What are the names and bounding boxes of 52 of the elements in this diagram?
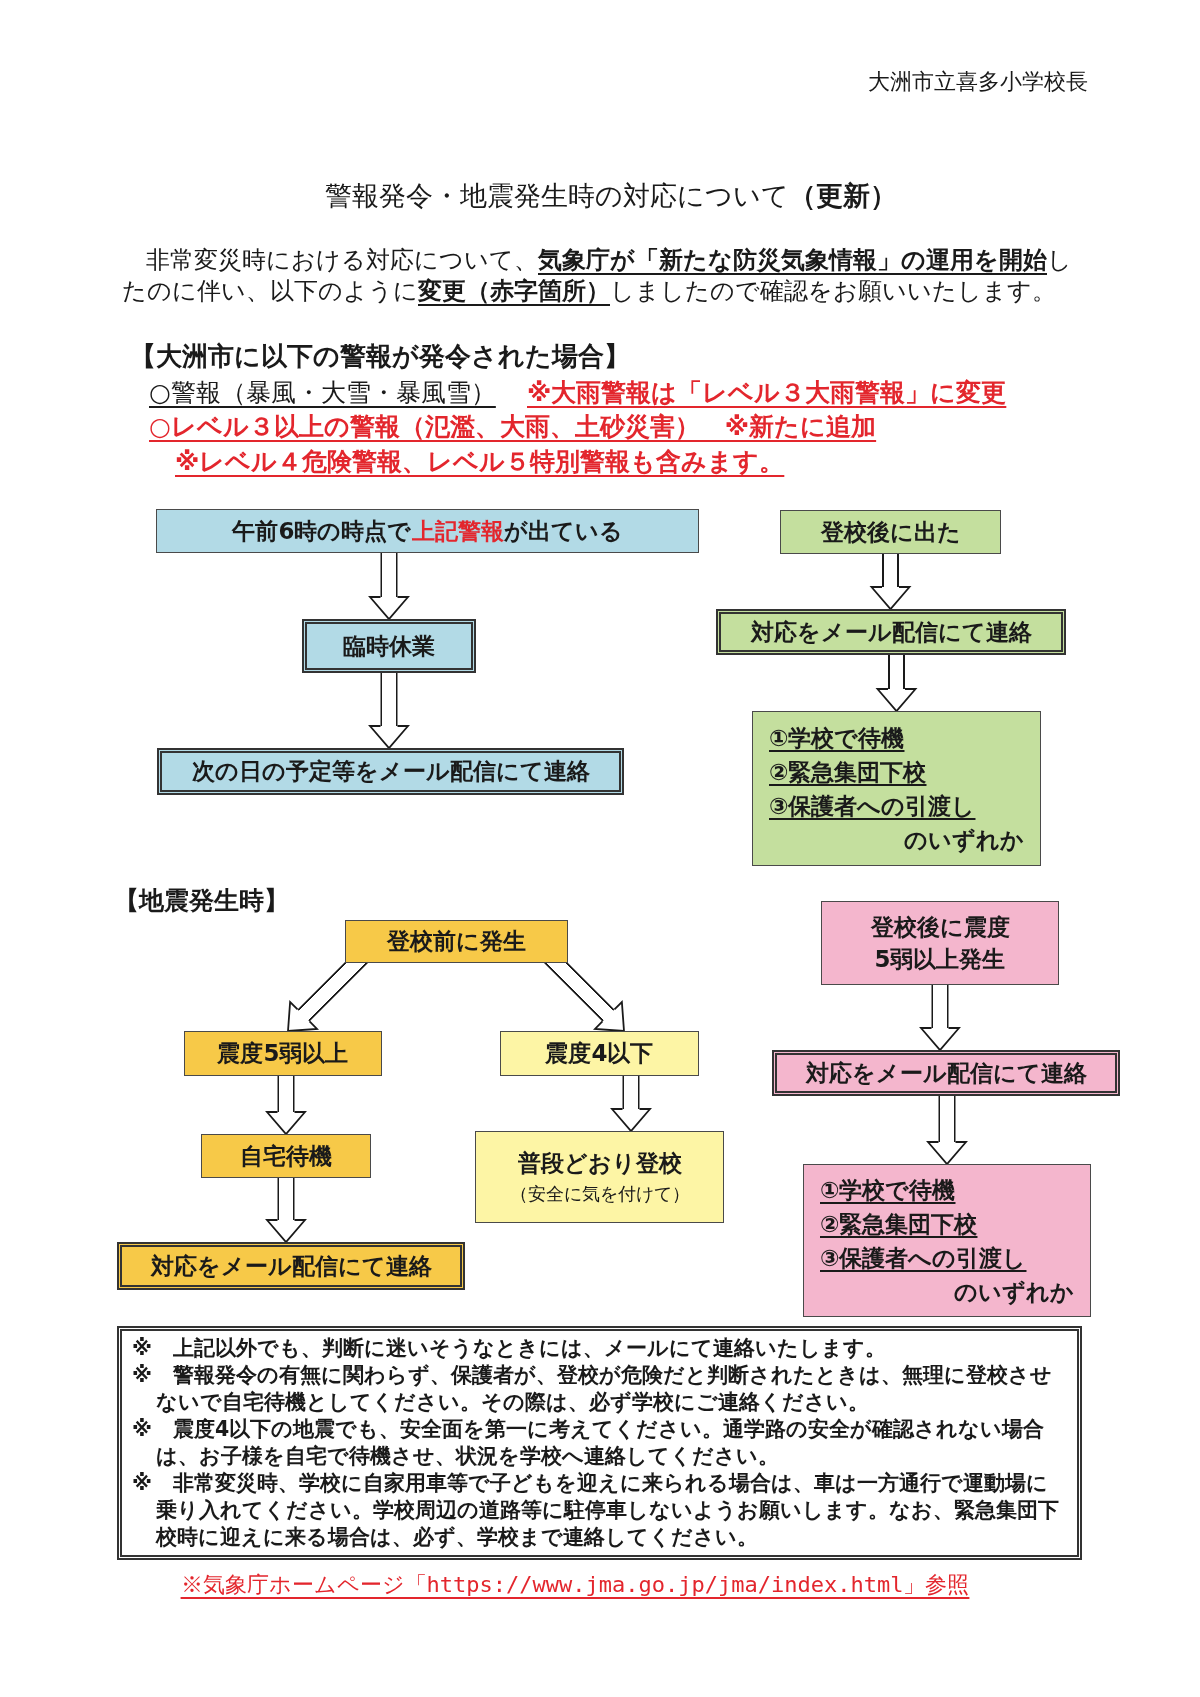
step-label: 対応をメール配信にて連絡 [749,617,1033,647]
notes-panel [117,1326,1082,1560]
step-box [184,1031,382,1076]
step-label: 次の日の予定等をメール配信にて連絡 [190,757,591,787]
step-box [475,1131,724,1223]
step-box [772,1050,1120,1096]
step-label: 臨時休業 [342,631,436,661]
step-box [752,711,1041,866]
step-box [157,748,624,795]
option-label: のいずれか [953,1277,1074,1307]
step-box [821,901,1059,985]
option-label: のいずれか [903,825,1024,855]
warning-item: ※レベル４危険警報、レベル５特別警報も含みます。 [175,447,785,477]
warning-item: ※大雨警報は「レベル３大雨警報」に変更 [527,378,1007,408]
warning-item: ○警報（暴風・大雪・暴風雪） [149,378,496,408]
section-heading: 【地震発生時】 [114,886,289,916]
option-label: ②緊急集団下校 [820,1209,979,1239]
step-label: 登校前に発生 [385,927,527,957]
step-box [156,509,699,553]
step-box [302,619,476,673]
option-label: ①学校で待機 [769,723,906,753]
note-text: ※ 警報発令の有無に関わらず、保護者が、登校が危険だと判断されたときは、無理に登校させないで自宅待機としてください。その際は、必ず学校にご連絡ください。 [132,1362,1053,1416]
step-box [500,1031,699,1076]
step-label: 対応をメール配信にて連絡 [149,1251,433,1281]
option-label: ③保護者への引渡し [820,1243,1028,1273]
step-note: （安全に気を付けて） [508,1181,691,1206]
option-label: ②緊急集団下校 [769,757,928,787]
note-text: ※ 上記以外でも、判断に迷いそうなときには、メールにて連絡いたします。 [132,1335,887,1362]
note-text: ※ 非常変災時、学校に自家用車等で子どもを迎えに来られる場合は、車は一方通行で運動場に乗り入れてください。学校周辺の道路等に駐停車しないようお願いします。なお、緊急集団下校時に迎えに来る場合は、必ず、学校まで連絡してください。 [132,1470,1060,1551]
section-heading: 【大洲市に以下の警報が発令された場合】 [130,341,630,373]
step-box [780,510,1001,554]
step-label: 自宅待機 [239,1141,333,1171]
step-box [345,920,568,963]
signature: 大洲市立喜多小学校長 [867,69,1088,96]
document-title: 警報発令・地震発生時の対応について（更新） [324,180,898,213]
intro-paragraph: 非常変災時における対応について、気象庁が「新たな防災気象情報」の運用を開始したのに伴い、以下のように変更（赤字箇所）しましたので確認をお願いいたします。 [122,245,1073,307]
step-label: 登校後に出た [819,517,962,547]
step-box [716,609,1066,655]
note-text: ※ 震度4以下の地震でも、安全面を第一に考えてください。通学路の安全が確認されない場合は、お子様を自宅で待機させ、状況を学校へ連絡してください。 [132,1416,1046,1470]
step-label: 午前6時の時点で上記警報が出ている [230,516,624,546]
step-label: 震度5弱以上 [216,1039,350,1069]
step-box [803,1164,1091,1317]
step-label: 普段どおり登校 [516,1149,683,1179]
step-label: 登校後に震度5弱以上発生 [869,912,1011,974]
option-label: ①学校で待機 [820,1175,957,1205]
step-label: 対応をメール配信にて連絡 [804,1058,1088,1088]
option-label: ③保護者への引渡し [769,791,977,821]
step-box [117,1242,465,1290]
step-label: 震度4以下 [544,1039,655,1069]
reference-note: ※気象庁ホームページ「https://www.jma.go.jp/jma/index.html」参照 [179,1572,971,1599]
warning-item: ○レベル３以上の警報（氾濫、大雨、土砂災害） ※新たに追加 [149,412,877,442]
step-box [201,1134,371,1178]
